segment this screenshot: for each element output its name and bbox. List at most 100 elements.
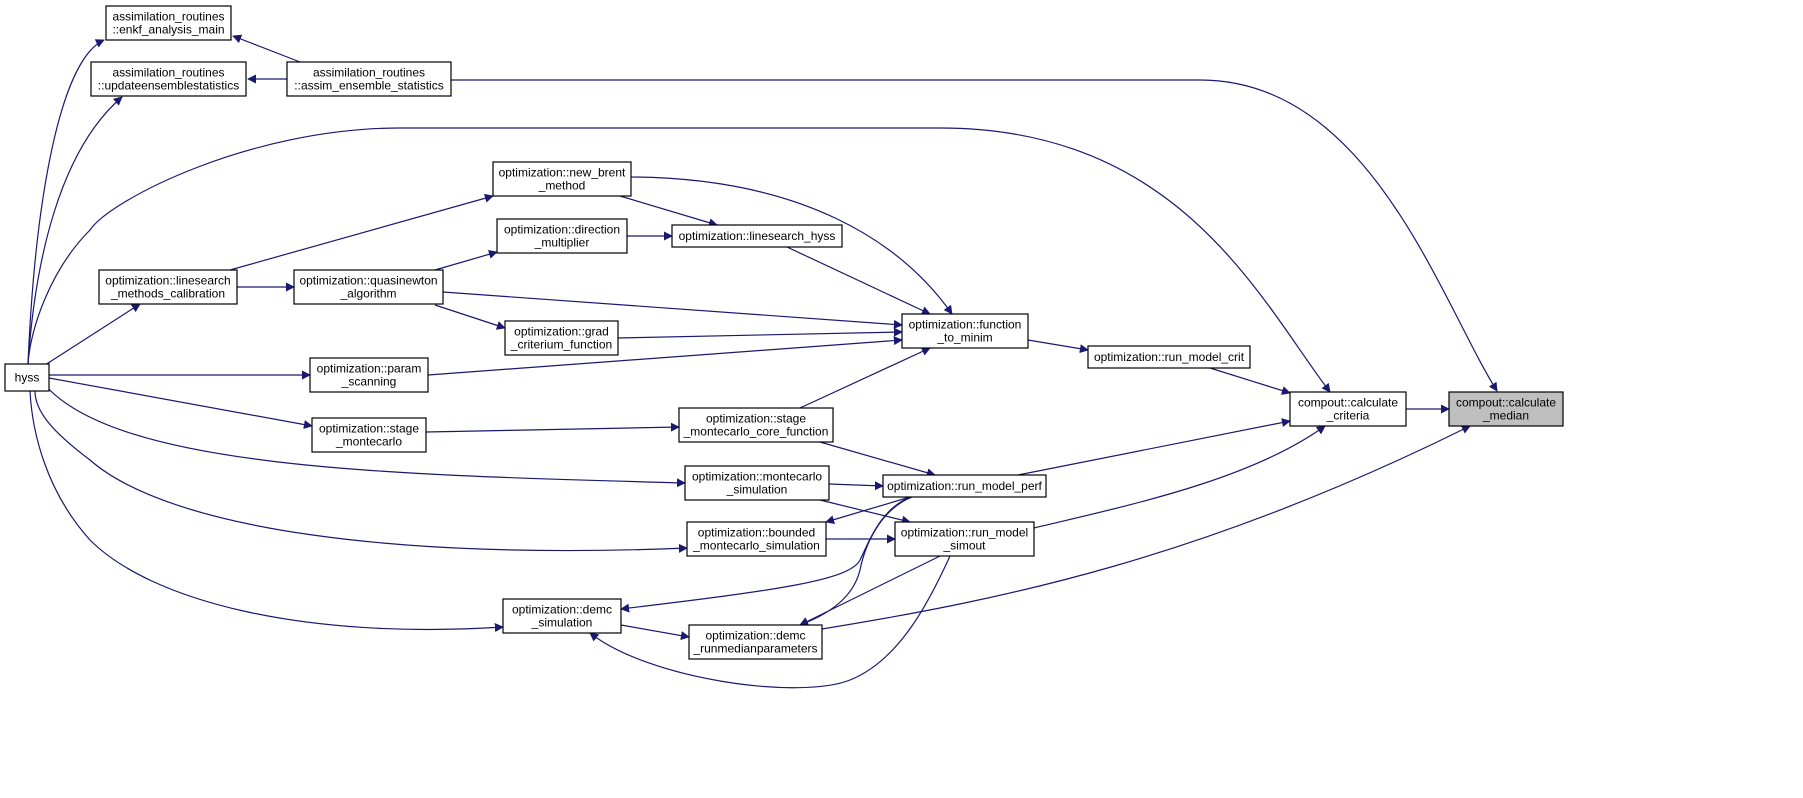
node-direction-multiplier[interactable]: optimization::direction_multiplier (496, 218, 628, 254)
node-label-line: optimization::run_model (901, 526, 1028, 540)
node-linesearch-hyss[interactable]: optimization::linesearch_hyss (671, 224, 843, 248)
node-label-line: optimization::stage (319, 422, 419, 436)
edge-bounded-to-run-model-perf (825, 496, 911, 525)
edge-median-to-assim-stats-line (451, 79, 1498, 392)
edge-assim-stats-to-enkf (232, 34, 301, 63)
node-box (688, 624, 823, 660)
node-label-line: _montecarlo (335, 435, 402, 449)
edge-enkf-to-hyss (27, 39, 105, 365)
edge-demc-sim-to-hyss (29, 390, 504, 633)
edge-stage-core-to-stage-mc (425, 422, 680, 433)
edge-demc-run-to-run-model-simout (799, 555, 941, 626)
node-enkf-analysis-main[interactable]: assimilation_routines::enkf_analysis_mai… (105, 5, 232, 41)
node-demc-simulation[interactable]: optimization::demc_simulation (502, 598, 622, 634)
node-label-line: optimization::grad (514, 325, 609, 339)
node-label-line: optimization::function (909, 318, 1022, 332)
node-calculate-criteria[interactable]: compout::calculate_criteria (1289, 391, 1407, 427)
node-label-line: _method (538, 179, 586, 193)
node-label-line: _algorithm (339, 287, 396, 301)
node-label-line: hyss (15, 371, 40, 385)
node-quasinewton-algorithm[interactable]: optimization::quasinewton_algorithm (293, 269, 444, 305)
edge-criteria-to-run-model-crit (1209, 367, 1291, 395)
edge-demc-run-to-run-model-simout-line (799, 555, 941, 626)
node-grad-criterium-function[interactable]: optimization::grad_criterium_function (504, 320, 619, 356)
edge-criteria-to-run-model-perf (1017, 418, 1291, 476)
edge-run-model-perf-to-montecarlo-line (828, 481, 884, 491)
node-hyss[interactable]: hyss (4, 363, 50, 392)
edge-demc-sim-to-run-model-simout (589, 555, 951, 689)
node-box (90, 61, 247, 97)
node-label-line: assimilation_routines (112, 66, 224, 80)
edge-run-model-crit-to-function-line (1027, 339, 1089, 354)
nodes-layer: hyss assimilation_routines::enkf_analysis… (4, 5, 1564, 660)
edge-new-brent-to-linesearch-cal-line (229, 193, 494, 271)
edge-grad-to-quasinewton-line (434, 304, 506, 330)
node-label-line: compout::calculate (1298, 396, 1398, 410)
edge-linesearch-hyss-to-new-brent-line (619, 195, 718, 227)
node-assim-ensemble-statistics[interactable]: assimilation_routines::assim_ensemble_st… (286, 61, 452, 97)
edge-function-to-quasinewton-line (442, 291, 903, 329)
edge-demc-sim-to-run-model-simout-line (589, 555, 951, 689)
node-label-line: optimization::run_model_perf (887, 479, 1042, 493)
node-box (1289, 391, 1407, 427)
edge-run-model-perf-to-montecarlo (828, 481, 884, 491)
edge-direction-to-quasinewton-line (434, 249, 498, 271)
node-box (496, 218, 628, 254)
edge-function-to-grad (617, 327, 903, 339)
node-box (286, 61, 452, 97)
node-label-line: _multiplier (534, 236, 590, 250)
node-label-line: _methods_calibration (110, 287, 225, 301)
edge-bounded-to-hyss-line (34, 390, 688, 553)
edge-criteria-to-hyss-line (27, 127, 1331, 393)
edge-function-to-param-line (427, 336, 903, 376)
node-label-line: ::assim_ensemble_statistics (294, 79, 443, 93)
node-bounded-montecarlo-simulation[interactable]: optimization::bounded_montecarlo_simulat… (686, 521, 827, 557)
node-param-scanning[interactable]: optimization::param_scanning (309, 357, 429, 393)
edge-bounded-to-run-model-perf-line (825, 496, 911, 525)
node-function-to-minim[interactable]: optimization::function_to_minim (901, 313, 1029, 349)
node-run-model-crit[interactable]: optimization::run_model_crit (1087, 345, 1251, 369)
edge-linesearch-hyss-to-new-brent (619, 195, 718, 227)
edge-function-to-quasinewton (442, 291, 903, 329)
node-label-line: _simulation (726, 483, 788, 497)
node-calculate-median[interactable]: compout::calculate_median (1448, 391, 1564, 427)
node-run-model-perf[interactable]: optimization::run_model_perf (882, 474, 1047, 498)
edge-linesearch-cal-to-hyss-line (44, 303, 141, 366)
node-label-line: optimization::quasinewton (299, 274, 437, 288)
edge-median-to-assim-stats (451, 79, 1498, 392)
edge-assim-stats-to-enkf-line (232, 34, 301, 63)
node-label-line: _runmedianparameters (692, 642, 817, 656)
node-new-brent-method[interactable]: optimization::new_brent_method (492, 161, 632, 197)
edge-demc-run-to-demc-sim (620, 624, 690, 641)
edge-median-to-demc-runmedian-line (821, 425, 1471, 630)
edge-run-model-simout-to-montecarlo (819, 499, 911, 525)
edge-demc-run-to-run-model-perf (799, 496, 913, 627)
node-label-line: optimization::montecarlo (692, 470, 822, 484)
node-updateensemblestatistics[interactable]: assimilation_routines::updateensemblesta… (90, 61, 247, 97)
edge-demc-run-to-demc-sim-line (620, 624, 690, 641)
edges-layer (27, 34, 1498, 689)
node-label-line: _scanning (341, 375, 397, 389)
node-label-line: ::enkf_analysis_main (112, 23, 224, 37)
node-label-line: ::updateensemblestatistics (98, 79, 239, 93)
edge-function-to-new-brent-line (630, 176, 953, 315)
edge-demc-run-to-run-model-perf-line (799, 496, 913, 627)
node-box (894, 521, 1035, 557)
node-demc-runmedianparameters[interactable]: optimization::demc_runmedianparameters (688, 624, 823, 660)
node-linesearch-methods-calibration[interactable]: optimization::linesearch_methods_calibra… (98, 269, 238, 305)
edge-criteria-to-run-model-crit-line (1209, 367, 1291, 395)
edge-function-to-linesearch-hyss-line (786, 246, 931, 315)
edge-criteria-to-run-model-perf-line (1017, 418, 1291, 476)
node-box (492, 161, 632, 197)
node-montecarlo-simulation[interactable]: optimization::montecarlo_simulation (684, 465, 830, 501)
node-box (309, 357, 429, 393)
edge-function-to-param (427, 336, 903, 376)
edge-run-model-perf-to-stage-core-line (819, 441, 936, 478)
node-box (686, 521, 827, 557)
node-label-line: _montecarlo_simulation (692, 539, 820, 553)
node-stage-montecarlo-core-function[interactable]: optimization::stage_montecarlo_core_func… (678, 407, 834, 443)
node-run-model-simout[interactable]: optimization::run_model_simout (894, 521, 1035, 557)
node-box (671, 224, 843, 248)
node-stage-montecarlo[interactable]: optimization::stage_montecarlo (311, 417, 427, 453)
